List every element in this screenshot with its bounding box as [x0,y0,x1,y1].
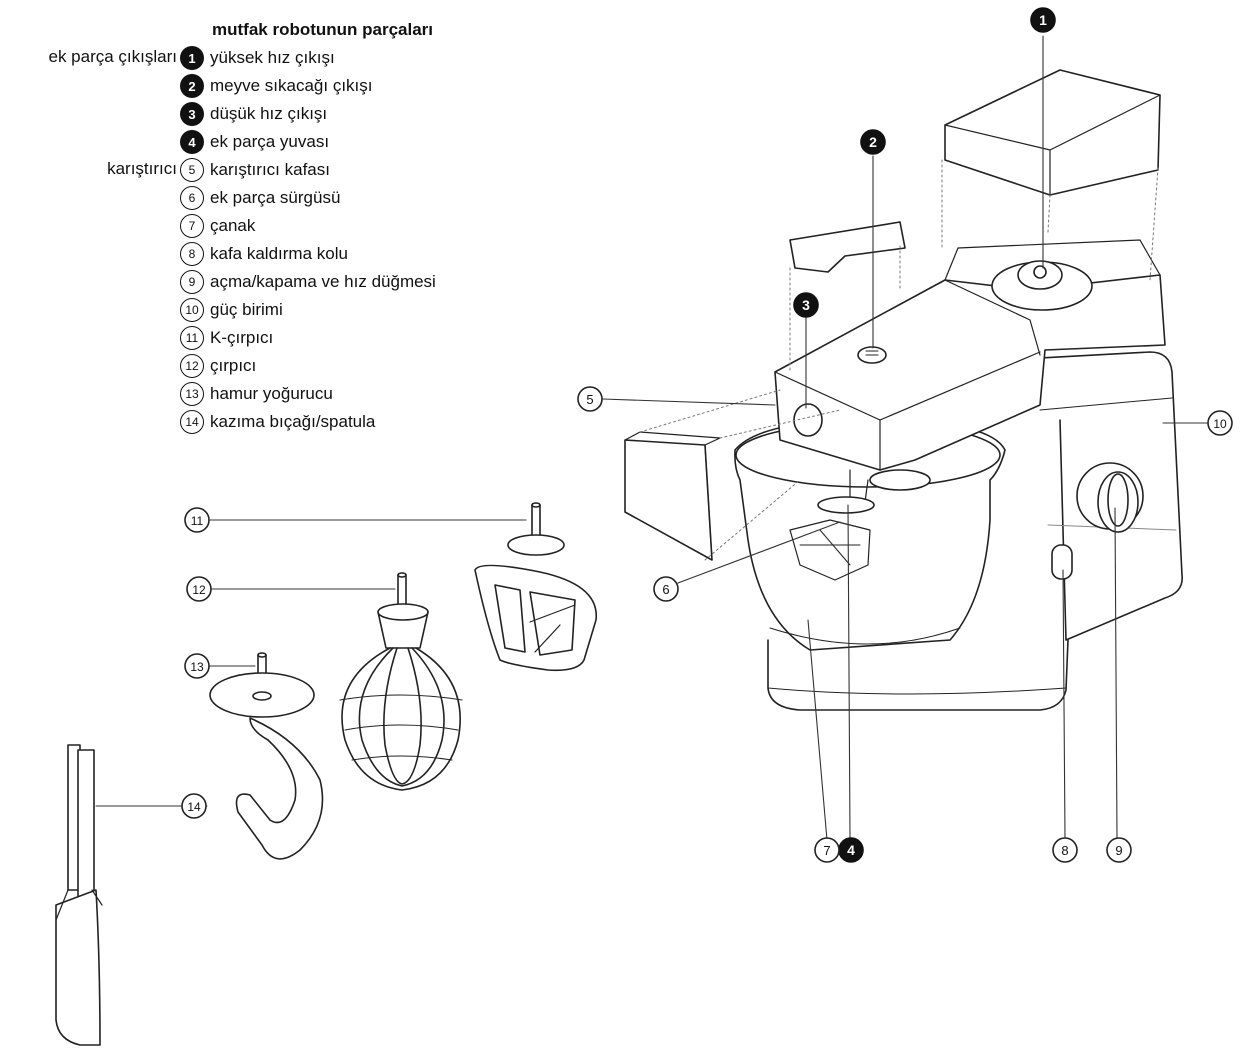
callout-number: 9 [180,270,204,294]
callout-number: 4 [847,842,855,858]
diagram-title: mutfak robotunun parçaları [212,20,434,39]
legend-item-10: 10 güç birimi [180,298,283,322]
callout-number: 8 [180,242,204,266]
callout-12: 12 [186,576,212,602]
legend-label: ek parça yuvası [210,132,330,151]
legend-label: açma/kapama ve hız düğmesi [210,272,436,291]
callout-number: 13 [190,660,204,674]
legend-label: meyve sıkacağı çıkışı [210,76,373,95]
callout-11: 11 [184,507,210,533]
callout-number: 4 [180,130,204,154]
callout-number: 11 [191,514,204,528]
callout-number: 5 [586,392,593,407]
callout-7: 7 [814,837,840,863]
legend-item-13: 13 hamur yoğurucu [180,382,333,406]
k-beater [474,502,597,672]
legend-item-9: 9 açma/kapama ve hız düğmesi [180,270,436,294]
callout-number: 9 [1115,843,1122,858]
juicer-outlet-cover [789,221,906,273]
callout-number: 1 [180,46,204,70]
legend-item-5: 5 karıştırıcı kafası [180,158,330,182]
callout-number: 7 [180,214,204,238]
whisk [339,572,463,791]
callout-number: 1 [1039,12,1047,28]
mixer-base [767,639,1069,711]
group-label-outlets: ek parça çıkışları [48,47,178,66]
head-lift-lever [1051,544,1073,580]
callout-number: 2 [180,74,204,98]
legend-item-1: 1 yüksek hız çıkışı [180,46,335,70]
group-label-mixer: karıştırıcı [107,159,177,178]
callout-8: 8 [1052,837,1078,863]
legend-item-14: 14 kazıma bıçağı/spatula [180,410,375,434]
stand-mixer [624,69,1183,711]
callout-number: 10 [180,298,204,322]
callout-number: 3 [802,297,810,313]
attachment-slide [624,439,713,561]
spatula [55,744,103,1046]
callout-number: 6 [180,186,204,210]
callout-9: 9 [1106,837,1132,863]
legend-item-11: 11 K-çırpıcı [180,326,273,350]
legend-label: kafa kaldırma kolu [210,244,348,263]
callout-number: 8 [1061,843,1068,858]
callout-4: 4 [838,837,864,863]
legend-item-7: 7 çanak [180,214,255,238]
callout-10: 10 [1207,410,1233,436]
callout-number: 12 [192,583,206,597]
legend-label: güç birimi [210,300,283,319]
callout-1: 1 [1030,7,1056,33]
legend-label: çanak [210,216,256,235]
legend-item-4: 4 ek parça yuvası [180,130,329,154]
legend-item-8: 8 kafa kaldırma kolu [180,242,348,266]
callout-number: 5 [180,158,204,182]
callout-number: 2 [869,134,877,150]
callout-13: 13 [184,653,210,679]
legend-label: K-çırpıcı [210,328,274,347]
callout-5: 5 [577,386,603,412]
legend-label: yüksek hız çıkışı [210,48,335,67]
callout-number: 13 [180,382,204,406]
legend-label: düşük hız çıkışı [210,104,328,123]
legend-label: ek parça sürgüsü [210,188,341,207]
legend-label: kazıma bıçağı/spatula [210,412,376,431]
callout-number: 14 [187,800,201,814]
legend-item-2: 2 meyve sıkacağı çıkışı [180,74,373,98]
callout-14: 14 [181,793,207,819]
callout-number: 3 [180,102,204,126]
callout-number: 6 [662,582,669,597]
callout-number: 11 [180,326,204,350]
legend-item-3: 3 düşük hız çıkışı [180,102,327,126]
legend-label: çırpıcı [210,356,257,375]
legend-label: hamur yoğurucu [210,384,333,403]
callout-number: 14 [180,410,204,434]
leader-lines [95,35,1208,841]
callout-number: 10 [1213,417,1227,431]
legend-item-6: 6 ek parça sürgüsü [180,186,340,210]
callout-number: 7 [823,843,830,858]
callout-number: 12 [180,354,204,378]
callout-3: 3 [793,292,819,318]
callout-6: 6 [653,576,679,602]
legend-item-12: 12 çırpıcı [180,354,256,378]
dough-hook [209,652,324,860]
callout-2: 2 [860,129,886,155]
legend-label: karıştırıcı kafası [210,160,330,179]
